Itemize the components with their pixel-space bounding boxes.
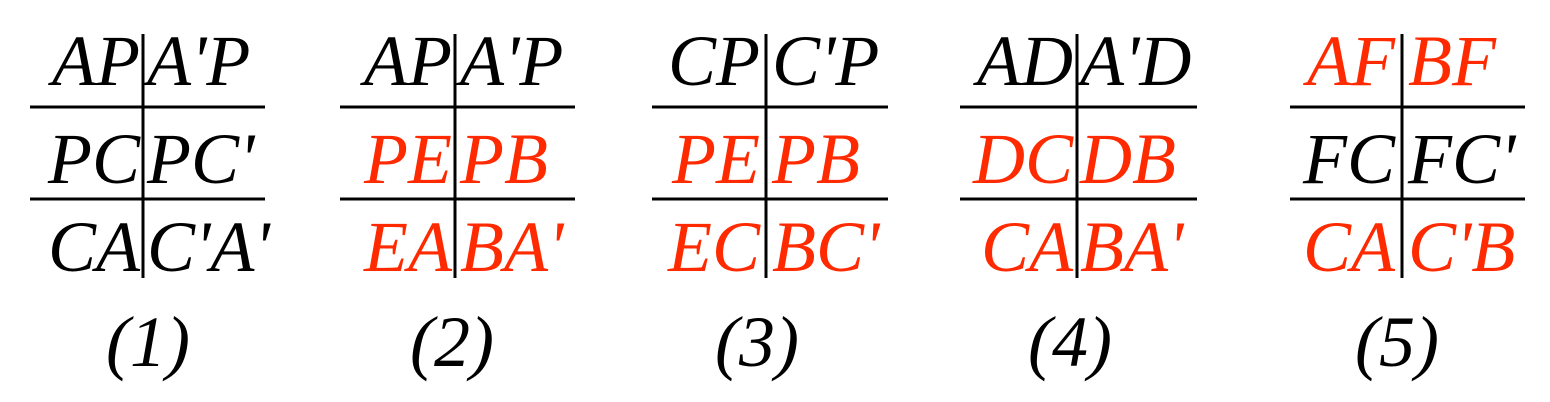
table-1-row-1-right: A'P xyxy=(143,21,250,101)
table-1-row-3-right: C'A' xyxy=(147,207,271,287)
table-3-row-2-left: PE xyxy=(671,119,760,199)
table-4-row-3-left: CA xyxy=(981,207,1074,287)
table-4-row-1-left: AD xyxy=(973,21,1073,101)
table-3-caption: (3) xyxy=(715,302,799,382)
table-2-row-3-right: BA' xyxy=(460,207,565,287)
table-2-row-3-left: EA xyxy=(363,207,453,287)
table-1-row-1-left: AP xyxy=(48,21,140,101)
table-1-row-3-left: CA xyxy=(48,207,141,287)
table-1-row-2-right: PC' xyxy=(146,119,256,199)
table-4-row-1-right: A'D xyxy=(1076,21,1191,101)
table-1-caption: (1) xyxy=(106,302,190,382)
table-5-caption: (5) xyxy=(1355,302,1439,382)
table-5-row-2-right: FC' xyxy=(1407,119,1517,199)
table-5-row-2-left: FC xyxy=(1302,119,1396,199)
table-2-row-1-right: A'P xyxy=(456,21,563,101)
table-3-row-3-left: EC xyxy=(667,207,761,287)
table-4-row-2-right: DB xyxy=(1079,119,1176,199)
table-3-row-1-right: C'P xyxy=(772,21,879,101)
table-5-row-1-right: BF xyxy=(1408,21,1497,101)
table-2-row-1-left: AP xyxy=(360,21,452,101)
table-4-caption: (4) xyxy=(1028,302,1112,382)
table-4-row-2-left: DC xyxy=(972,119,1074,199)
table-5-row-1-left: AF xyxy=(1303,21,1396,101)
table-2-row-2-right: PB xyxy=(459,119,548,199)
table-3-row-2-right: PB xyxy=(771,119,860,199)
table-5-row-3-right: C'B xyxy=(1408,207,1515,287)
table-2-caption: (2) xyxy=(410,302,494,382)
table-3-row-1-left: CP xyxy=(668,21,760,101)
table-4-row-3-right: BA' xyxy=(1080,207,1185,287)
table-2-row-2-left: PE xyxy=(363,119,452,199)
table-1-row-2-left: PC xyxy=(47,119,141,199)
table-3-row-3-right: BC' xyxy=(772,207,881,287)
table-5-row-3-left: CA xyxy=(1303,207,1396,287)
